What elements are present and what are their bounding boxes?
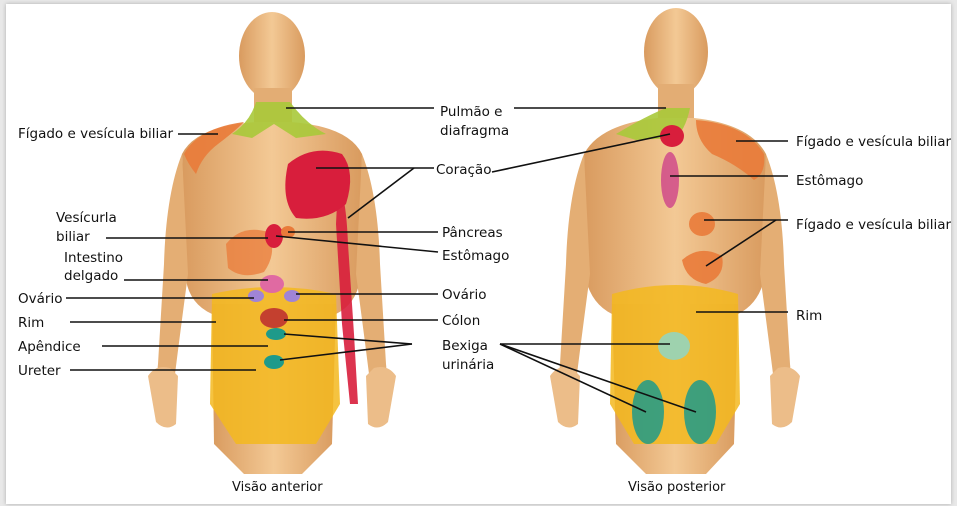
label-intestino-line2: delgado: [64, 268, 118, 284]
label-ureter: Ureter: [18, 363, 61, 379]
anterior-colon-zone: [260, 308, 288, 328]
posterior-bladder-zone: [658, 332, 690, 360]
posterior-bladder-right-zone: [684, 380, 716, 444]
anterior-right-hand: [148, 367, 178, 428]
label-vesicula-line2: biliar: [56, 229, 90, 245]
posterior-head: [644, 8, 708, 96]
label-figado-posterior-mid: Fígado e vesícula biliar: [796, 217, 951, 233]
caption-anterior: Visão anterior: [232, 480, 323, 495]
anterior-right-arm: [158, 154, 188, 382]
label-bexiga-line1: Bexiga: [442, 338, 488, 354]
label-estomago-posterior: Estômago: [796, 173, 863, 189]
anterior-appendix-zone: [266, 328, 286, 340]
anterior-ovary-left-zone: [248, 290, 264, 302]
anterior-left-hand: [366, 367, 396, 428]
posterior-stomach-zone: [661, 152, 679, 208]
label-pulmao-line2: diafragma: [440, 123, 509, 139]
anterior-figure: [148, 12, 396, 474]
label-ovario-left: Ovário: [18, 291, 62, 307]
posterior-right-hand: [770, 367, 800, 428]
anterior-ovary-right-zone: [284, 290, 300, 302]
label-bexiga-line2: urinária: [442, 357, 494, 373]
label-pulmao-line1: Pulmão e: [440, 104, 503, 120]
label-rim-anterior: Rim: [18, 315, 44, 331]
posterior-bladder-left-zone: [632, 380, 664, 444]
label-figado-anterior: Fígado e vesícula biliar: [18, 126, 174, 142]
label-estomago-anterior: Estômago: [442, 248, 509, 264]
diagram-canvas: Fígado e vesícula biliar Pulmão e diafra…: [6, 4, 951, 504]
label-figado-posterior-top: Fígado e vesícula biliar: [796, 134, 951, 150]
label-rim-posterior: Rim: [796, 308, 822, 324]
posterior-left-hand: [550, 367, 580, 428]
label-vesicula-line1: Vesícurla: [56, 210, 117, 226]
label-apendice: Apêndice: [18, 339, 81, 355]
label-intestino-line1: Intestino: [64, 250, 123, 266]
anterior-head: [239, 12, 305, 100]
label-coracao: Coração: [436, 162, 491, 178]
posterior-liver-mid-zone: [689, 212, 715, 236]
pain-map-diagram: Fígado e vesícula biliar Pulmão e diafra…: [6, 4, 951, 504]
posterior-right-arm: [760, 154, 790, 382]
anterior-bladder-zone: [264, 355, 284, 369]
label-pancreas: Pâncreas: [442, 225, 503, 241]
posterior-left-arm: [560, 154, 590, 382]
label-ovario-right: Ovário: [442, 287, 486, 303]
posterior-kidney-zone: [610, 285, 740, 444]
anterior-intestine-zone: [260, 275, 284, 293]
caption-posterior: Visão posterior: [628, 480, 726, 495]
label-colon: Cólon: [442, 313, 480, 329]
